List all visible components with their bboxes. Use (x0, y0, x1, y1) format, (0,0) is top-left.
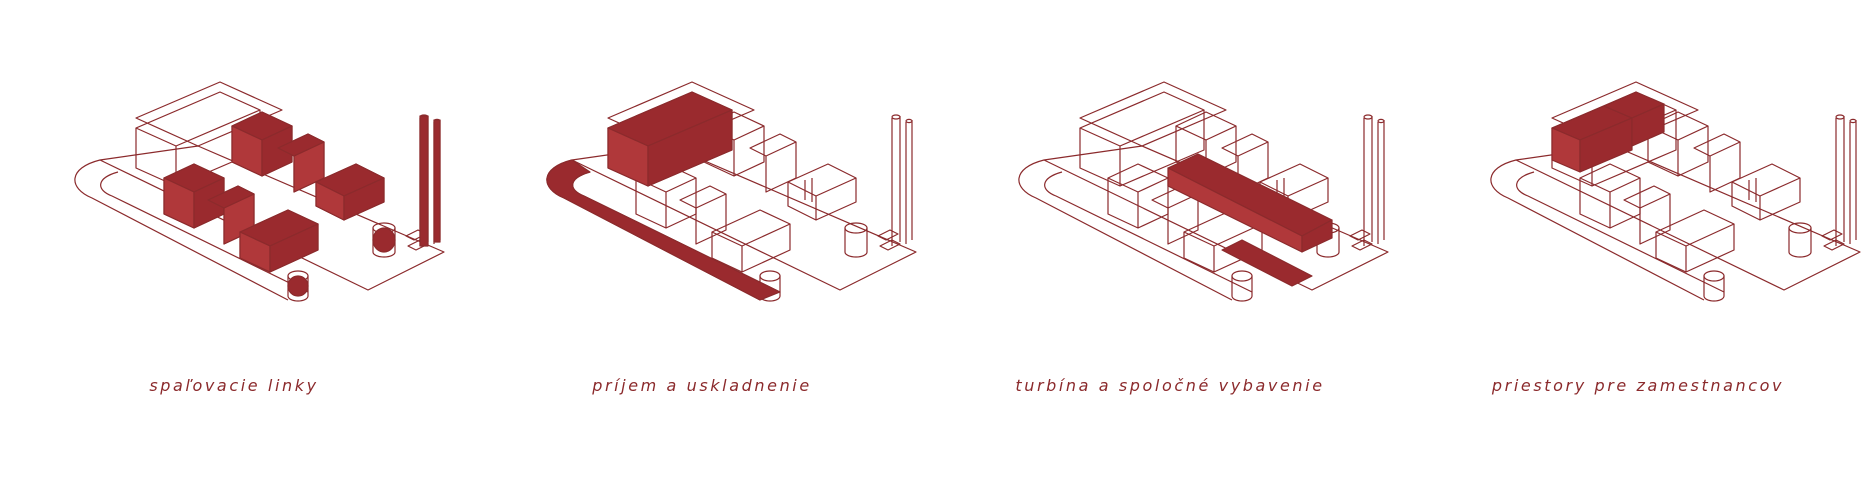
highlight-reception-storage (546, 91, 781, 301)
highlight-turbine-shared (1167, 153, 1333, 287)
panel-reception-storage: príjem a uskladnenie (468, 0, 936, 477)
caption-reception-storage: príjem a uskladnenie (592, 376, 812, 395)
highlight-staff-spaces (1551, 91, 1665, 173)
panel-combustion-lines: spaľovacie linky (0, 0, 468, 477)
isometric-diagram-combustion (74, 81, 445, 302)
isometric-diagram-reception (546, 81, 917, 302)
caption-combustion-lines: spaľovacie linky (149, 376, 319, 395)
highlight-combustion-lines (163, 111, 441, 297)
panel-staff-spaces: priestory pre zamestnancov (1404, 0, 1872, 477)
caption-staff-spaces: priestory pre zamestnancov (1491, 376, 1785, 395)
plant-outline (1490, 81, 1861, 302)
panel-turbine-shared: turbína a spoločné vybavenie (936, 0, 1404, 477)
caption-turbine-shared: turbína a spoločné vybavenie (1015, 376, 1325, 395)
isometric-diagram-turbine (1018, 81, 1389, 302)
isometric-diagram-staff (1490, 81, 1861, 302)
